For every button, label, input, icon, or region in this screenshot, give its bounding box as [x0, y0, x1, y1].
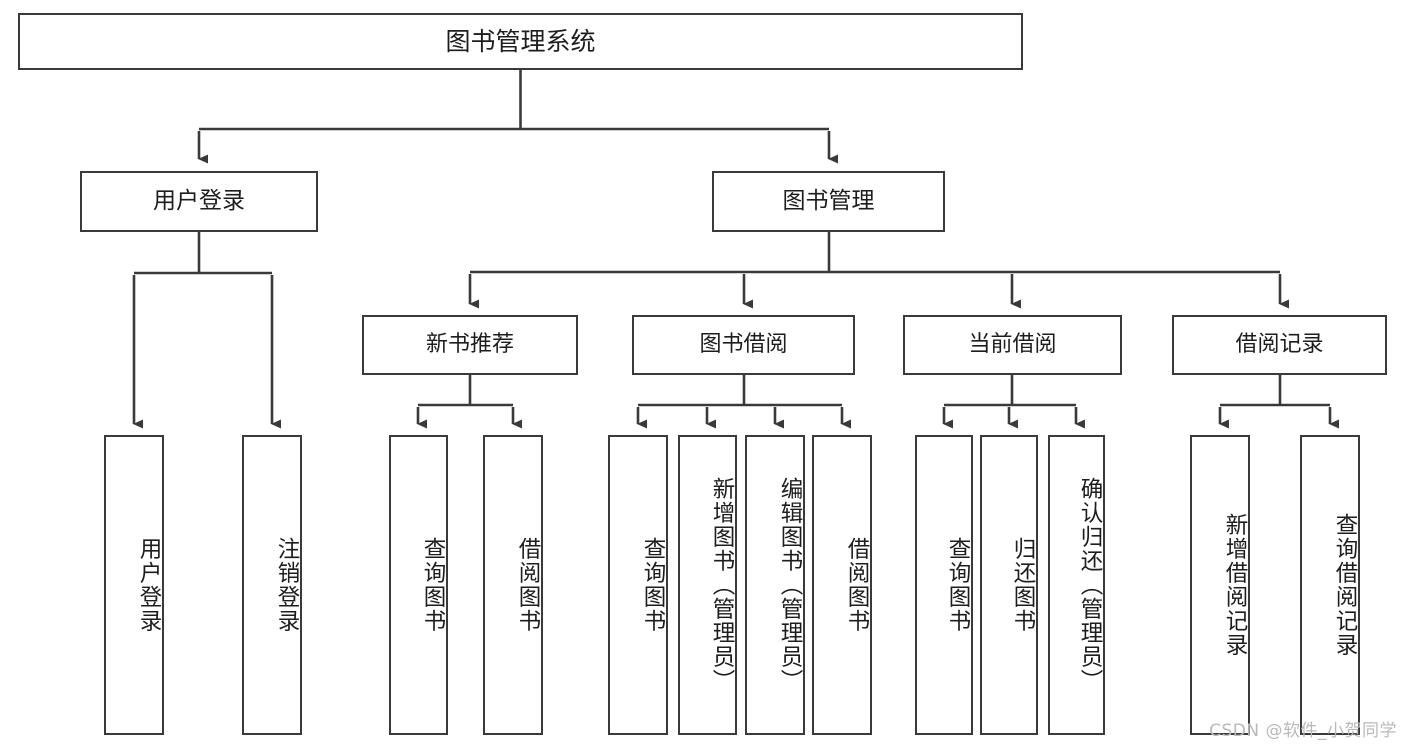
- node-current-borrow-label: 当前借阅: [968, 332, 1057, 358]
- node-leaf-query-book-2-label: 查询图书: [640, 537, 666, 633]
- node-leaf-add-record[interactable]: 新增借阅记录: [1190, 435, 1250, 735]
- node-leaf-add-book-label: 新增图书（管理员）: [709, 477, 735, 693]
- node-current-borrow[interactable]: 当前借阅: [903, 315, 1122, 375]
- node-leaf-logout[interactable]: 注销登录: [242, 435, 302, 735]
- node-leaf-return-book[interactable]: 归还图书: [980, 435, 1038, 735]
- node-root-label: 图书管理系统: [445, 26, 596, 56]
- node-leaf-user-login-label: 用户登录: [136, 537, 162, 633]
- node-leaf-query-book-1[interactable]: 查询图书: [389, 435, 448, 735]
- node-leaf-confirm-return-label: 确认归还（管理员）: [1077, 477, 1103, 693]
- node-leaf-logout-label: 注销登录: [274, 537, 300, 633]
- node-leaf-borrow-book-1[interactable]: 借阅图书: [483, 435, 543, 735]
- node-leaf-query-record[interactable]: 查询借阅记录: [1300, 435, 1360, 735]
- node-leaf-query-book-2[interactable]: 查询图书: [608, 435, 668, 735]
- node-leaf-query-book-3-label: 查询图书: [945, 537, 971, 633]
- node-leaf-add-record-label: 新增借阅记录: [1222, 513, 1248, 657]
- node-leaf-add-book[interactable]: 新增图书（管理员）: [678, 435, 737, 735]
- node-book-borrow[interactable]: 图书借阅: [632, 315, 855, 375]
- node-leaf-query-record-label: 查询借阅记录: [1332, 513, 1358, 657]
- node-borrow-record-label: 借阅记录: [1235, 332, 1324, 358]
- watermark: CSDN @软件_小贺同学: [1209, 721, 1397, 741]
- node-book-manage-label: 图书管理: [782, 187, 875, 214]
- node-user-login-label: 用户登录: [153, 187, 245, 214]
- node-new-book-recommend[interactable]: 新书推荐: [362, 315, 578, 375]
- node-book-borrow-label: 图书借阅: [699, 332, 788, 358]
- node-leaf-query-book-3[interactable]: 查询图书: [915, 435, 973, 735]
- node-leaf-edit-book[interactable]: 编辑图书（管理员）: [745, 435, 805, 735]
- node-borrow-record[interactable]: 借阅记录: [1172, 315, 1387, 375]
- node-book-manage[interactable]: 图书管理: [712, 171, 945, 232]
- node-leaf-borrow-book-2[interactable]: 借阅图书: [812, 435, 872, 735]
- node-leaf-return-book-label: 归还图书: [1010, 537, 1036, 633]
- node-leaf-confirm-return[interactable]: 确认归还（管理员）: [1048, 435, 1105, 735]
- node-root[interactable]: 图书管理系统: [18, 13, 1023, 70]
- node-leaf-borrow-book-1-label: 借阅图书: [515, 537, 541, 633]
- node-leaf-borrow-book-2-label: 借阅图书: [844, 537, 870, 633]
- node-user-login[interactable]: 用户登录: [80, 171, 318, 232]
- node-new-book-recommend-label: 新书推荐: [425, 332, 514, 358]
- node-leaf-query-book-1-label: 查询图书: [420, 537, 446, 633]
- node-leaf-user-login[interactable]: 用户登录: [104, 435, 164, 735]
- node-leaf-edit-book-label: 编辑图书（管理员）: [777, 477, 803, 693]
